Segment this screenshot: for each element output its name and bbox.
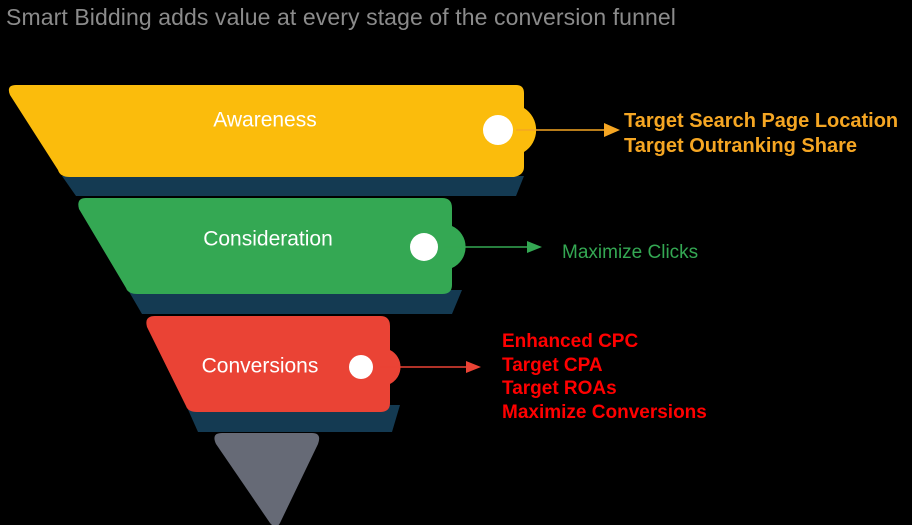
callout-conversions-item-1: Enhanced CPC <box>502 331 639 352</box>
funnel-stage-outcome <box>214 433 320 525</box>
funnel-stage-conversions[interactable]: Conversions <box>146 316 481 412</box>
callout-awareness-item-2: Target Outranking Share <box>624 134 858 157</box>
callout-conversions-item-4: Maximize Conversions <box>502 401 707 423</box>
page-title: Smart Bidding adds value at every stage … <box>6 4 676 30</box>
funnel-shadow-band-1 <box>62 176 524 196</box>
funnel-stage-awareness[interactable]: Awareness <box>8 85 620 177</box>
callout-conversions: Enhanced CPC Target CPA Target ROAs Maxi… <box>502 330 707 424</box>
funnel-stage-awareness-connector-arrow <box>604 123 620 137</box>
funnel-shadow-band-2 <box>128 290 462 314</box>
funnel-stage-consideration-shape <box>78 198 466 294</box>
callout-awareness-item-1: Target Search Page Location <box>624 110 899 132</box>
funnel-stage-outcome-shape <box>214 433 320 525</box>
funnel-stage-awareness-shape <box>8 85 537 177</box>
callout-awareness: Target Search Page Location Target Outra… <box>624 109 898 159</box>
funnel-stage-consideration-label: Consideration <box>203 228 333 251</box>
callout-conversions-item-3: Target ROAs <box>502 378 617 400</box>
callout-consideration-item-1: Maximize Clicks <box>562 242 699 263</box>
funnel-stage-consideration-connector-arrow <box>527 241 542 253</box>
funnel-stage-conversions-connector-arrow <box>466 361 481 373</box>
callout-consideration: Maximize Clicks <box>562 241 698 265</box>
funnel-stage-consideration[interactable]: Consideration <box>78 198 542 294</box>
funnel-stage-consideration-dot[interactable] <box>410 233 438 261</box>
callout-conversions-item-2: Target CPA <box>502 354 603 376</box>
funnel-stage-conversions-label: Conversions <box>202 355 319 378</box>
funnel-stage-conversions-dot[interactable] <box>349 355 373 379</box>
funnel-stage-awareness-dot[interactable] <box>483 115 513 145</box>
funnel-stage-awareness-label: Awareness <box>213 109 317 132</box>
funnel-stage-conversions-shape <box>146 316 401 412</box>
